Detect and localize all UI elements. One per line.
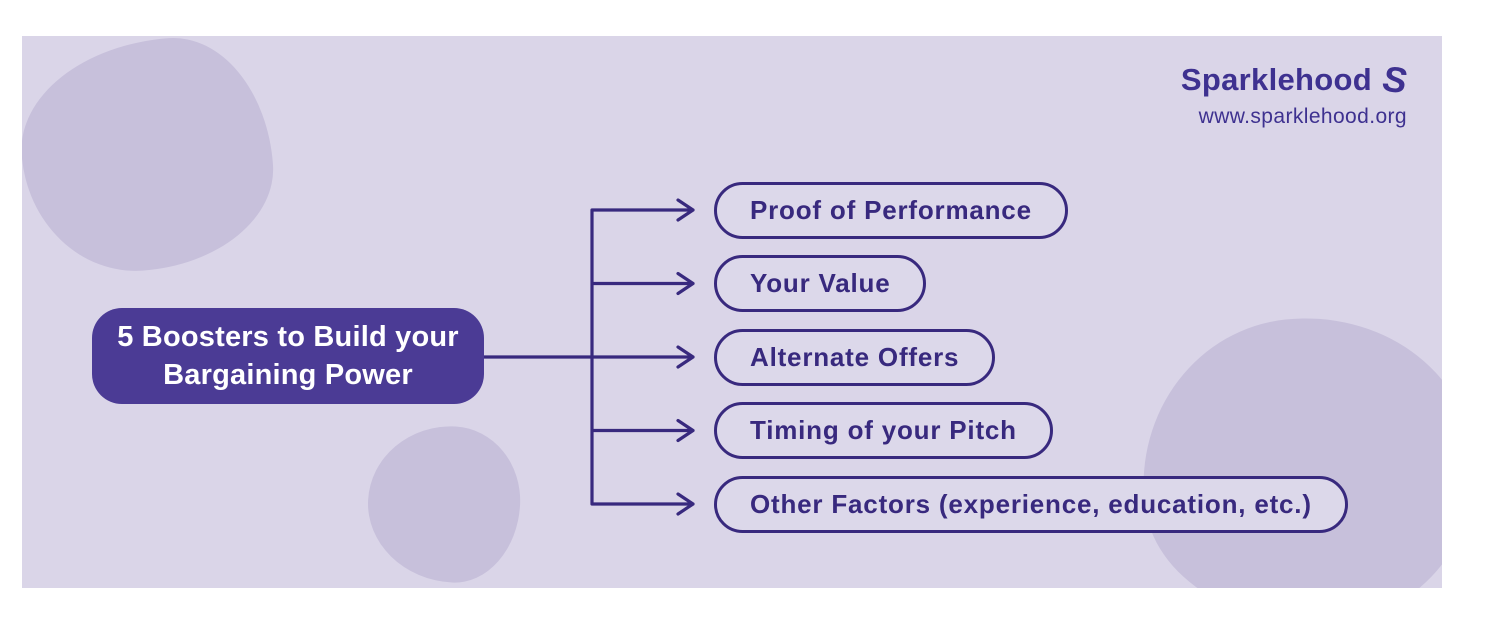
booster-pill: Proof of Performance bbox=[714, 181, 1068, 239]
booster-pill: Other Factors (experience, education, et… bbox=[714, 475, 1348, 533]
brand-url: www.sparklehood.org bbox=[1198, 105, 1407, 128]
booster-row: Your Value bbox=[714, 255, 927, 312]
root-topic-line1: 5 Boosters to Build your bbox=[117, 321, 459, 353]
brand-name: Sparklehood bbox=[1180, 62, 1372, 97]
root-topic-box: 5 Boosters to Build your Bargaining Powe… bbox=[92, 308, 484, 404]
booster-row: Alternate Offers bbox=[714, 328, 996, 386]
root-topic-label: 5 Boosters to Build your Bargaining Powe… bbox=[117, 318, 459, 394]
booster-row: Timing of your Pitch bbox=[714, 402, 1053, 459]
booster-pill-label: Other Factors (experience, education, et… bbox=[750, 488, 1312, 519]
root-topic-line2: Bargaining Power bbox=[163, 359, 413, 391]
brand-block: Sparklehood S www.sparklehood.org bbox=[1180, 57, 1412, 129]
booster-pill-label: Alternate Offers bbox=[750, 341, 960, 372]
booster-row: Other Factors (experience, education, et… bbox=[714, 475, 1348, 533]
decorative-blob-right bbox=[1126, 301, 1442, 588]
booster-pill: Timing of your Pitch bbox=[714, 402, 1053, 459]
sparklehood-s-icon: S bbox=[1378, 57, 1412, 102]
booster-pill-label: Your Value bbox=[750, 268, 891, 298]
decorative-blob-top-left bbox=[22, 36, 280, 279]
booster-pill-label: Timing of your Pitch bbox=[750, 415, 1017, 445]
booster-pill: Alternate Offers bbox=[714, 328, 996, 386]
booster-pill: Your Value bbox=[714, 255, 927, 312]
decorative-blob-bottom-middle bbox=[364, 422, 524, 586]
booster-pill-label: Proof of Performance bbox=[750, 194, 1032, 225]
booster-row: Proof of Performance bbox=[714, 181, 1068, 239]
